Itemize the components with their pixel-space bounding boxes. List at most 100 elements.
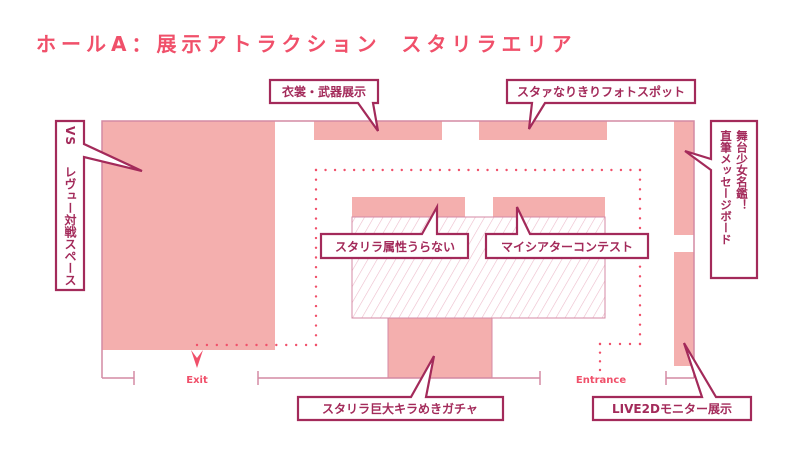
callout-costume-label: 衣裳・武器展示 (282, 84, 366, 99)
route-dot (371, 168, 375, 172)
callout-gacha[interactable]: スタリラ巨大キラめきガチャ (296, 355, 505, 422)
route-dot (314, 295, 318, 298)
route-dot (438, 168, 442, 172)
route-dot (294, 343, 298, 347)
route-dot (638, 294, 642, 297)
callout-gacha-label: スタリラ巨大キラめきガチャ (322, 401, 478, 416)
route-dot (553, 168, 556, 172)
hatched-stage-area (351, 216, 606, 319)
route-dot (591, 168, 594, 172)
route-dot (343, 168, 346, 172)
route-dot (324, 168, 327, 172)
route-dot (572, 168, 575, 172)
route-dot (638, 333, 642, 336)
route-dot (638, 304, 642, 307)
route-dot (543, 168, 546, 172)
booth-fortune[interactable] (352, 197, 465, 217)
route-dot (638, 275, 642, 278)
callout-live2d-label: LIVE2Dモニター展示 (612, 402, 732, 416)
route-dot (275, 343, 278, 347)
route-dot (314, 168, 318, 172)
route-dot (638, 226, 642, 230)
route-dot (314, 207, 318, 211)
route-dot (638, 217, 642, 220)
callout-costume[interactable]: 衣裳・武器展示 (268, 78, 380, 132)
route-dot (618, 342, 622, 346)
route-dot (235, 343, 238, 347)
callout-photo[interactable]: スタァなりきりフォトスポット (505, 78, 697, 130)
exit-label: Exit (186, 375, 208, 386)
callout-live2d[interactable]: LIVE2Dモニター展示 (591, 342, 753, 422)
route-dot (314, 266, 318, 269)
route-dot (476, 168, 480, 172)
route-dot (314, 324, 318, 327)
route-dot (314, 334, 318, 337)
route-dot (638, 265, 642, 268)
route-dot (314, 304, 318, 308)
route-dot (205, 343, 209, 347)
route-dot (608, 342, 612, 346)
route-dot (486, 168, 489, 172)
exit-arrow-icon (191, 350, 203, 368)
callout-vs-revue[interactable]: VS レヴュー対戦スペース (54, 119, 143, 292)
hall-title: ホールA：展示アトラクション (36, 32, 382, 56)
route-dot (457, 168, 461, 172)
route-dot (215, 343, 219, 347)
route-dot (638, 313, 642, 317)
map-title: ホールA：展示アトラクションスタリラエリア (36, 28, 576, 57)
outer-walls (101, 120, 695, 385)
route-dot (245, 343, 248, 347)
route-dot (467, 168, 470, 172)
route-dot (638, 342, 642, 346)
route-dot (638, 178, 642, 181)
callout-theater[interactable]: マイシアターコンテスト (484, 206, 650, 260)
route-dot (514, 168, 518, 172)
route-dot (598, 351, 602, 354)
route-dot (381, 168, 384, 172)
route-dot (638, 197, 642, 201)
visitor-route (195, 168, 642, 372)
route-dot (629, 168, 632, 172)
callout-fortune[interactable]: スタリラ属性うらない (319, 202, 470, 260)
callout-vs-revue-label: レヴュー対戦スペース (63, 166, 77, 286)
booth-gacha[interactable] (387, 317, 493, 379)
route-dot (314, 227, 318, 230)
booth-live2d[interactable] (674, 252, 694, 366)
route-dot (352, 168, 356, 172)
booth-message-upper[interactable] (674, 121, 694, 235)
route-dot (495, 168, 499, 172)
route-dot (314, 178, 318, 181)
route-dot (638, 188, 642, 191)
route-dot (562, 168, 565, 172)
route-dot (255, 343, 258, 347)
route-dot (638, 168, 642, 172)
route-dot (533, 168, 537, 172)
route-dot (391, 168, 394, 172)
route-dot (314, 275, 318, 279)
route-dot (419, 168, 423, 172)
route-dot (628, 342, 632, 346)
route-dot (314, 217, 318, 220)
route-dot (524, 168, 527, 172)
route-dot (638, 207, 642, 210)
route-dot (581, 168, 585, 172)
callout-message[interactable]: 舞台少女名鑑！ 直筆メッセージボード (684, 119, 759, 280)
booth-photo[interactable] (479, 121, 607, 140)
route-dot (314, 343, 318, 347)
route-dot (429, 168, 432, 172)
route-dot (314, 188, 318, 191)
booth-vs-revue[interactable] (102, 121, 275, 350)
route-dot (598, 342, 602, 346)
route-dot (400, 168, 403, 172)
callout-vs-revue-latin: VS (63, 126, 77, 146)
entrance-label: Entrance (576, 375, 626, 386)
route-dot (610, 168, 613, 172)
route-dot (225, 343, 228, 347)
route-dot (314, 314, 318, 318)
route-dot (314, 246, 318, 249)
route-dot (410, 168, 413, 172)
route-dot (195, 343, 199, 347)
callout-photo-label: スタァなりきりフォトスポット (517, 84, 685, 99)
booth-theater[interactable] (493, 197, 605, 217)
